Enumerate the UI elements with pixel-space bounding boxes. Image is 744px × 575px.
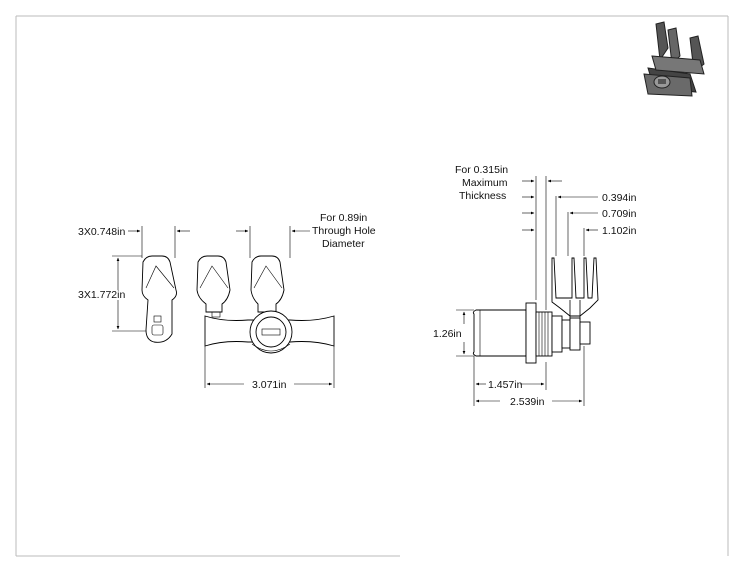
side-height-label: 1.26in [433, 328, 462, 340]
dim-height-label: 3X1.772in [78, 289, 125, 301]
cam-right [250, 255, 285, 313]
hole-note-line-1: For 0.89in [320, 212, 367, 224]
cam-middle [196, 255, 231, 313]
hole-note-line-2: Through Hole [312, 225, 376, 237]
dim-a-label: 0.394in [602, 192, 637, 204]
dim-overall-label: 3.071in [252, 379, 287, 391]
side-view [456, 176, 599, 406]
nut [551, 315, 563, 353]
cylinder-body [472, 309, 527, 357]
side-body-label: 1.457in [488, 379, 523, 391]
side-overall-label: 2.539in [510, 396, 545, 408]
sheet-border [15, 15, 729, 557]
thickness-note-line-2: Maximum [462, 177, 508, 189]
thickness-note-line-1: For 0.315in [455, 164, 508, 176]
hole-note-line-3: Diameter [322, 238, 365, 250]
thread [535, 311, 553, 357]
dim-b-label: 0.709in [602, 208, 637, 220]
dim-c-label: 1.102in [602, 225, 637, 237]
isometric-preview [643, 21, 705, 97]
thickness-note-line-3: Thickness [459, 190, 506, 202]
flange [525, 302, 537, 364]
cam-left [141, 255, 177, 343]
side-cams [551, 257, 599, 317]
front-view [112, 226, 335, 388]
dim-width-label: 3X0.748in [78, 226, 125, 238]
